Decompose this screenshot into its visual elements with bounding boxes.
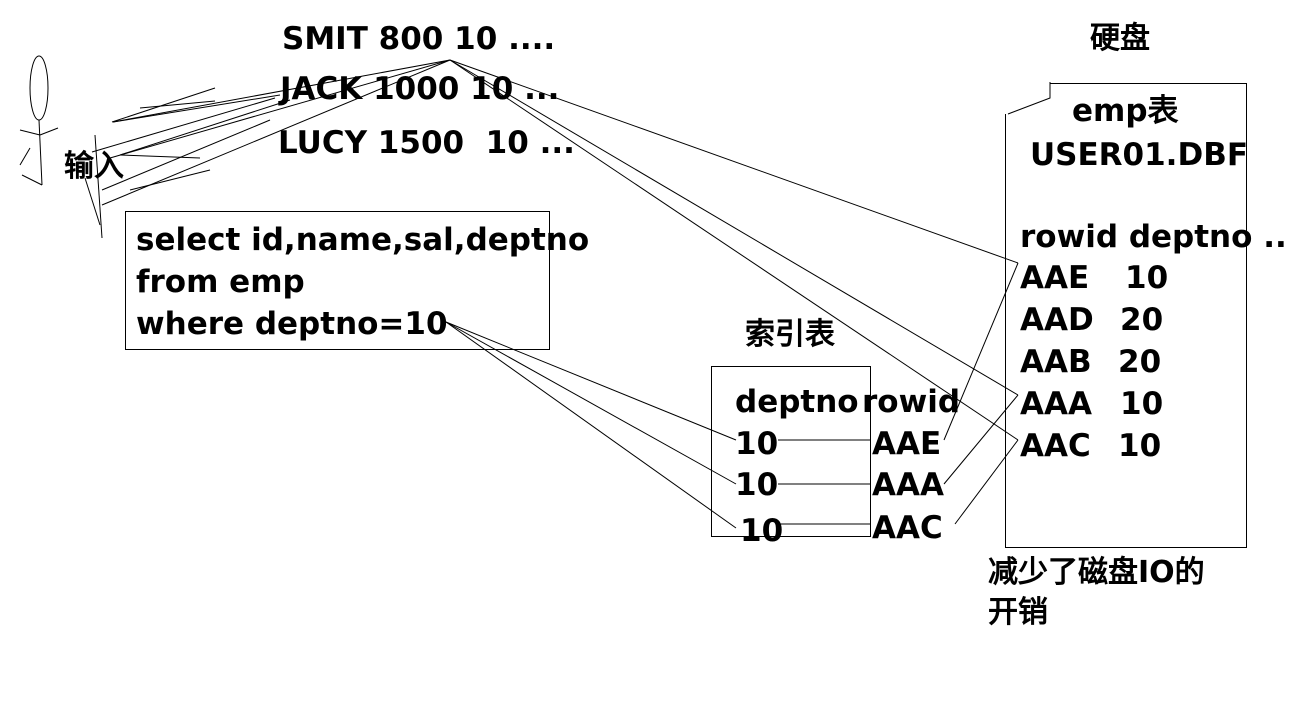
table-file-left-edge	[1005, 114, 1006, 548]
table-title: emp表	[1072, 93, 1179, 129]
table-header: rowid deptno ..	[1020, 219, 1287, 255]
note-line-2: 开销	[988, 595, 1048, 630]
stick-figure-leg	[21, 174, 43, 186]
index-row-rowid: AAC	[872, 510, 943, 546]
stick-figure-body	[38, 119, 43, 186]
stick-figure-head	[29, 55, 49, 121]
index-table-title: 索引表	[745, 317, 835, 352]
table-filename: USER01.DBF	[1030, 137, 1248, 173]
table-row-rowid: AAC	[1020, 428, 1091, 464]
sql-line-select: select id,name,sal,deptno	[136, 222, 590, 258]
sql-line-where: where deptno=10	[136, 306, 448, 342]
index-row-deptno: 10	[740, 513, 784, 549]
page-fold	[1007, 82, 1051, 115]
table-file-top-edge	[1050, 83, 1247, 84]
sql-query-box: select id,name,sal,deptno from emp where…	[125, 211, 589, 350]
index-row-deptno: 10	[735, 426, 779, 462]
stick-figure-arm-right	[39, 127, 59, 136]
table-row-deptno: 20	[1120, 302, 1164, 338]
index-table-box	[711, 366, 871, 537]
sql-line-from: from emp	[136, 264, 305, 300]
table-row-deptno: 20	[1118, 344, 1162, 380]
note-line-1: 减少了磁盘IO的	[988, 555, 1205, 590]
stick-figure-leg2	[19, 147, 31, 166]
index-row-rowid: AAE	[872, 426, 942, 462]
table-row-deptno: 10	[1125, 260, 1169, 296]
index-row-deptno: 10	[735, 467, 779, 503]
table-row-rowid: AAA	[1020, 386, 1092, 422]
record-smit: SMIT 800 10 ....	[282, 21, 556, 57]
index-header-rowid: rowid	[862, 384, 961, 420]
disk-label: 硬盘	[1090, 21, 1150, 56]
index-header-deptno: deptno	[735, 384, 859, 420]
record-lucy: LUCY 1500 10 ...	[278, 125, 575, 161]
table-row-rowid: AAB	[1020, 344, 1092, 380]
table-file-box	[1005, 83, 1247, 548]
table-row-rowid: AAD	[1020, 302, 1094, 338]
table-row-deptno: 10	[1118, 428, 1162, 464]
record-jack: JACK 1000 10 ...	[280, 71, 560, 107]
index-row-rowid: AAA	[872, 467, 944, 503]
user-input-label: 输入	[64, 149, 124, 184]
table-row-rowid: AAE	[1020, 260, 1090, 296]
table-row-deptno: 10	[1120, 386, 1164, 422]
stick-figure-arm-left	[19, 129, 41, 136]
